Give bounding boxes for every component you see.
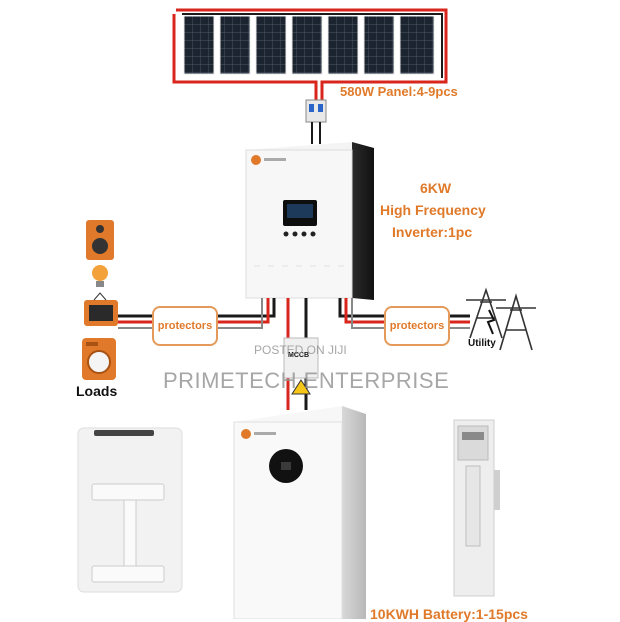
solar-panel: [363, 15, 395, 75]
panel-wiring: [172, 8, 448, 100]
solar-panel: [255, 15, 287, 75]
battery-rack: [77, 427, 183, 593]
dc-breaker: [305, 99, 327, 144]
inverter-label-qty: Inverter:1pc: [392, 224, 473, 240]
solar-panel: [291, 15, 323, 75]
loads-group: [82, 220, 118, 380]
protector-left: protectors: [152, 306, 218, 346]
loads-label: Loads: [76, 383, 118, 399]
utility-pylon-icon: [466, 287, 536, 351]
battery-main: [233, 406, 366, 619]
mccb-label: MCCB: [288, 352, 309, 359]
watermark-large: PRIMETECH ENTERPRISE: [163, 368, 450, 393]
solar-panel: [183, 15, 215, 75]
protector-right: protectors: [384, 306, 450, 346]
inverter-label-type: High Frequency: [380, 202, 486, 218]
solar-panel: [219, 15, 251, 75]
battery-logo-icon: [241, 429, 251, 439]
watermark-small: POSTED ON JIJI: [254, 343, 347, 357]
inverter: [245, 142, 374, 300]
utility-label: Utility: [468, 338, 496, 349]
solar-panel-array: [183, 15, 435, 75]
inverter-logo-icon: [251, 155, 261, 165]
inverter-label-power: 6KW: [420, 180, 452, 196]
light-bulb-icon: [92, 265, 108, 281]
battery-label: 10KWH Battery:1-15pcs: [370, 606, 528, 622]
panel-label: 580W Panel:4-9pcs: [340, 84, 458, 99]
battery-side-view: [453, 419, 500, 597]
mccb-breaker: [283, 337, 319, 395]
solar-panel: [399, 15, 435, 75]
solar-panel: [327, 15, 359, 75]
